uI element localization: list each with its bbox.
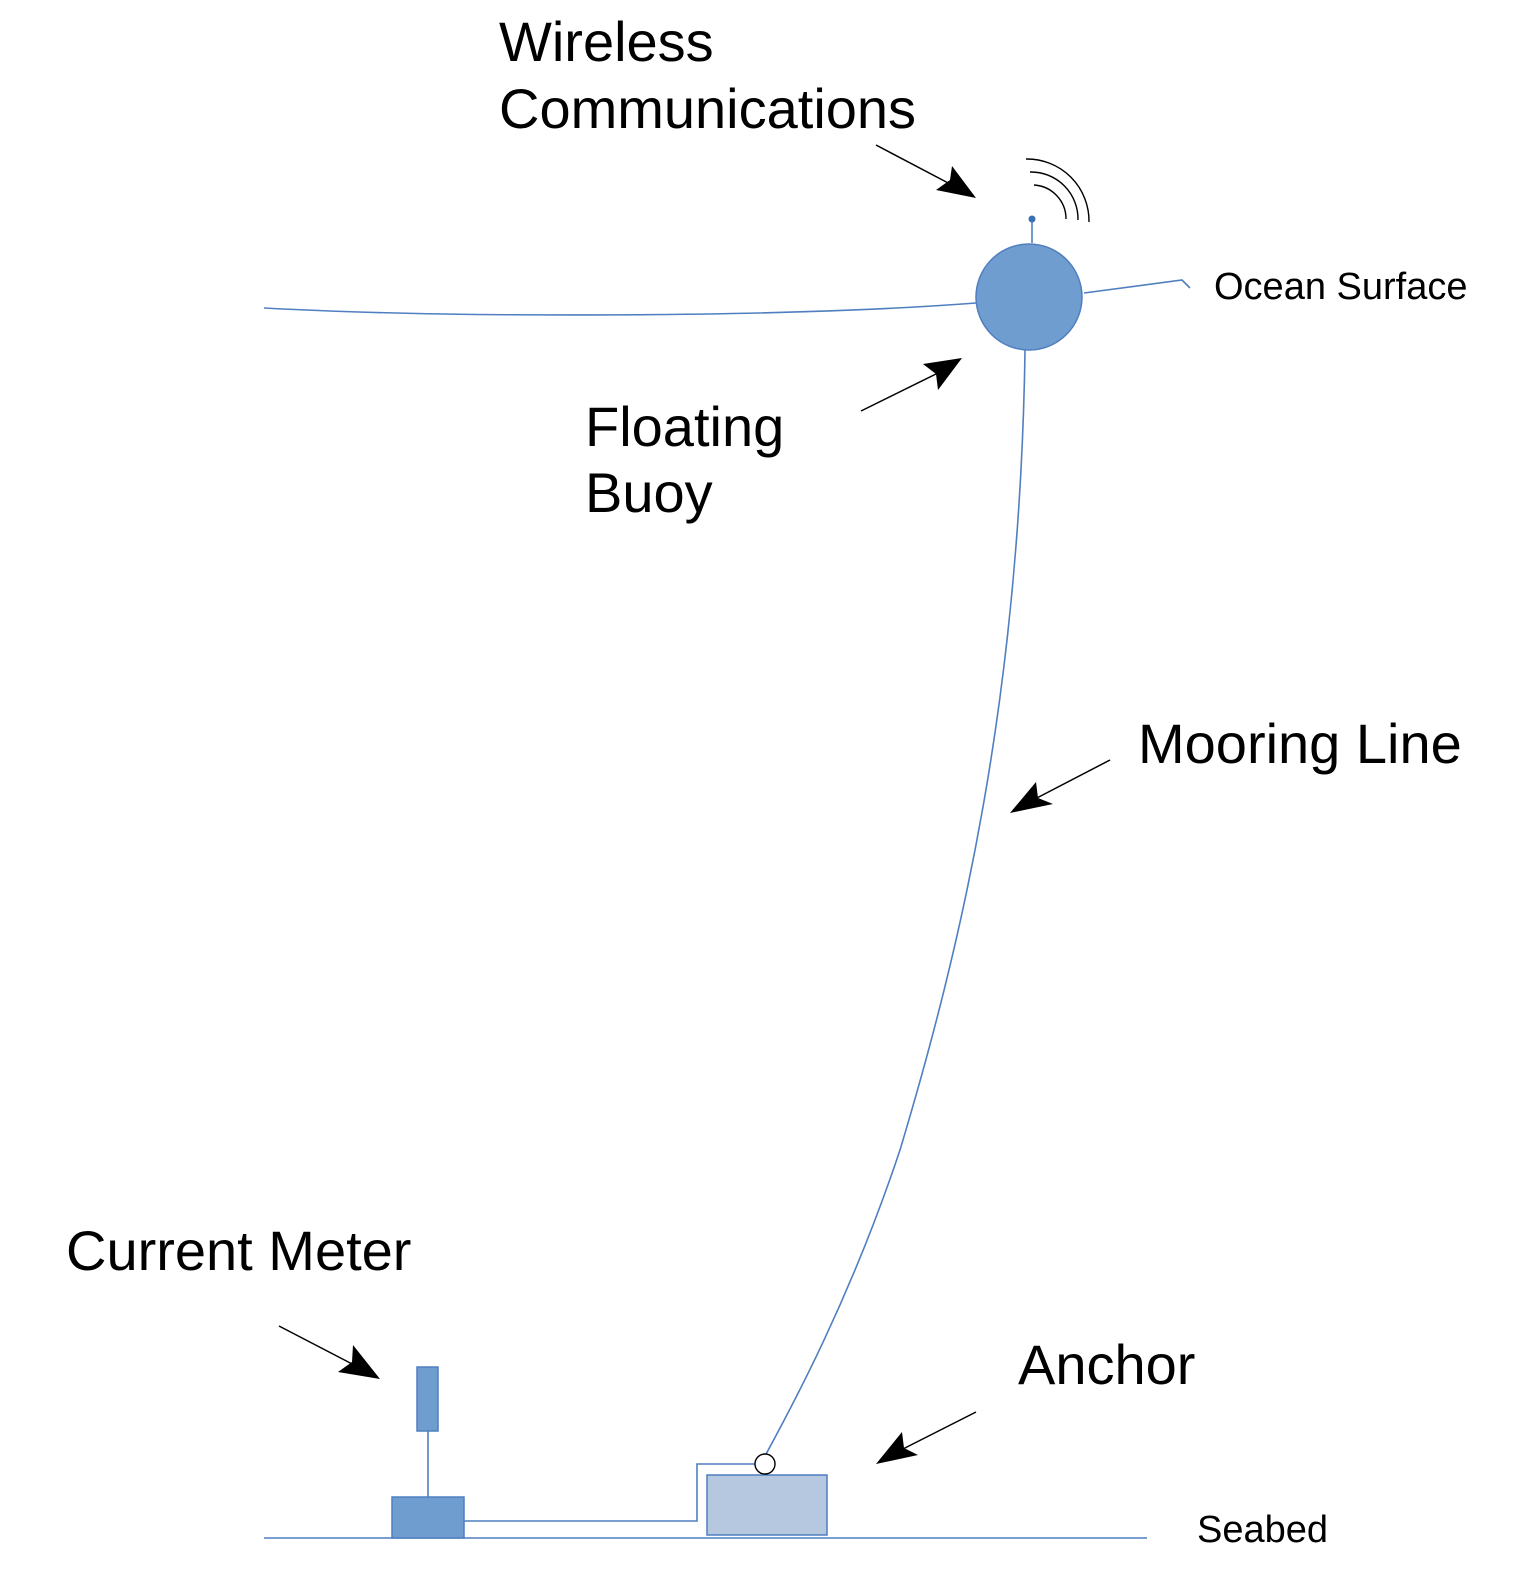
arrow-wireless xyxy=(875,144,976,198)
floating-buoy xyxy=(975,243,1083,351)
mooring-line-label: Mooring Line xyxy=(1138,712,1462,775)
ocean-surface-line xyxy=(263,302,977,316)
wireless-label-line1: Wireless xyxy=(499,10,714,73)
seabed-label: Seabed xyxy=(1197,1509,1328,1551)
arrow-mooring-line xyxy=(1010,759,1111,813)
current-meter-sensor xyxy=(416,1366,439,1432)
meter-anchor-cable xyxy=(464,1463,757,1522)
arrow-current-meter xyxy=(278,1325,380,1379)
wifi-signal-arcs-icon xyxy=(1025,158,1090,223)
ocean-surface-line-right xyxy=(1083,279,1191,294)
mooring-line xyxy=(764,349,1026,1457)
floating-buoy-label-line2: Buoy xyxy=(585,461,713,524)
arrow-floating-buoy xyxy=(860,358,962,412)
antenna-tip xyxy=(1028,215,1036,223)
current-meter-label: Current Meter xyxy=(66,1219,411,1282)
arrow-anchor xyxy=(876,1411,977,1464)
ocean-surface-label: Ocean Surface xyxy=(1214,266,1467,308)
floating-buoy-label-line1: Floating xyxy=(585,395,784,458)
anchor-shackle xyxy=(754,1453,776,1475)
anchor-label: Anchor xyxy=(1018,1333,1195,1396)
current-meter-base xyxy=(391,1496,465,1539)
anchor-block xyxy=(706,1474,828,1536)
wireless-label-line2: Communications xyxy=(499,77,916,140)
